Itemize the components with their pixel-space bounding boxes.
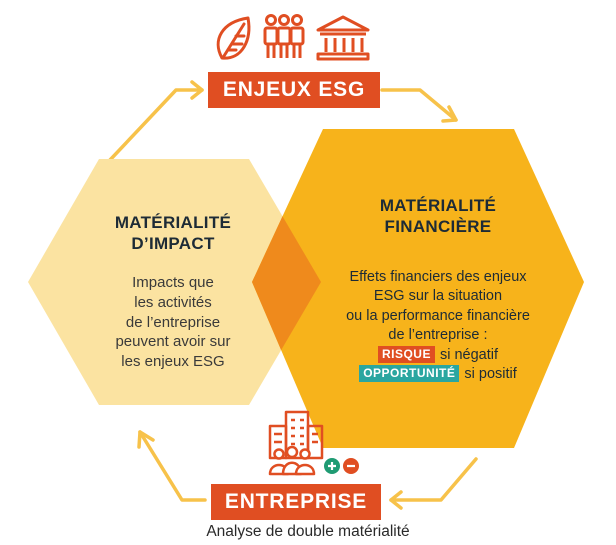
financial-line-2: ESG sur la situation — [373, 288, 503, 305]
people-icon — [268, 445, 316, 476]
financial-title-line-2: FINANCIÈRE — [384, 217, 492, 237]
arrow-bottom-right-head — [389, 490, 403, 510]
people-group-icon — [263, 14, 305, 58]
impact-description: Impacts que les activités de l’entrepris… — [85, 273, 261, 372]
impact-title-line-2: D’IMPACT — [131, 234, 215, 254]
impact-line-5: les enjeux ESG — [121, 353, 225, 371]
arrow-bottom-left-head — [137, 430, 155, 449]
impact-line-1: Impacts que — [132, 274, 214, 291]
leaf-icon — [216, 16, 251, 60]
cycle-arrows — [108, 80, 478, 510]
esg-issues-label: ENJEUX ESG — [208, 72, 380, 108]
arrow-top-right-head — [441, 105, 458, 123]
arrow-top-right — [380, 88, 458, 122]
financial-line-4: de l’entreprise : — [388, 327, 488, 344]
plus-icon — [324, 458, 340, 474]
risk-text: si négatif — [439, 346, 499, 363]
impact-line-3: de l’entreprise — [125, 313, 221, 331]
impact-title-line-1: MATÉRIALITÉ — [114, 213, 232, 232]
arrow-top-left-head — [190, 80, 204, 100]
arrow-bottom-left — [138, 430, 207, 502]
impact-hexagon — [28, 159, 321, 405]
risk-tag: RISQUE — [377, 345, 435, 363]
impact-title: MATÉRIALITÉ D’IMPACT — [85, 212, 261, 255]
minus-icon — [343, 458, 359, 474]
diagram-caption: Analyse de double matérialité — [206, 523, 410, 540]
company-label: ENTREPRISE — [211, 484, 381, 520]
financial-hexagon — [252, 129, 584, 448]
financial-description: Effets financiers des enjeux ESG sur la … — [312, 268, 564, 385]
financial-line-3: ou la performance financière — [346, 307, 530, 324]
financial-title-line-1: MATÉRIALITÉ — [379, 196, 497, 215]
arrow-bottom-right — [389, 457, 478, 502]
impact-line-2: les activités — [134, 293, 212, 311]
office-building-icon — [268, 410, 324, 460]
opportunity-tag: OPPORTUNITÉ — [359, 365, 460, 383]
institution-building-icon — [316, 15, 370, 61]
arrow-top-left — [108, 88, 204, 162]
impact-line-4: peuvent avoir sur — [115, 333, 231, 351]
opportunity-text: si positif — [464, 366, 517, 383]
financial-line-1: Effets financiers des enjeux — [349, 269, 527, 285]
financial-title: MATÉRIALITÉ FINANCIÈRE — [338, 195, 538, 238]
